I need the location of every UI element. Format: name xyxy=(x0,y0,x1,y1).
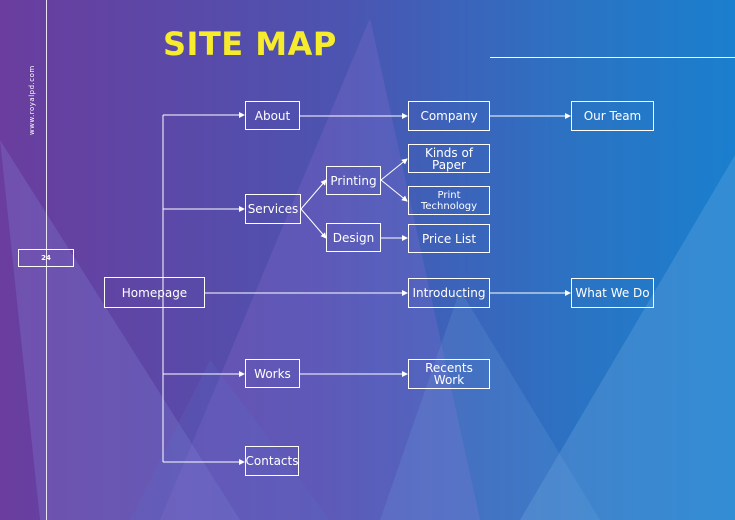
node-company: Company xyxy=(408,101,490,131)
node-recents-work: Recents Work xyxy=(408,359,490,389)
node-works: Works xyxy=(245,359,300,388)
node-printing: Printing xyxy=(326,166,381,195)
node-price-list: Price List xyxy=(408,224,490,253)
page-title: SITE MAP xyxy=(163,25,337,63)
vertical-rule xyxy=(46,0,47,520)
node-design: Design xyxy=(326,223,381,252)
node-services: Services xyxy=(245,194,301,224)
node-contacts: Contacts xyxy=(245,446,299,476)
node-homepage: Homepage xyxy=(104,277,205,308)
node-introducting: Introducting xyxy=(408,278,490,308)
page-number: 24 xyxy=(18,249,74,267)
title-rule xyxy=(490,57,735,58)
node-kinds-of-paper: Kinds of Paper xyxy=(408,144,490,173)
node-print-technology: Print Technology xyxy=(408,186,490,215)
node-about: About xyxy=(245,101,300,130)
node-our-team: Our Team xyxy=(571,101,654,131)
node-what-we-do: What We Do xyxy=(571,278,654,308)
